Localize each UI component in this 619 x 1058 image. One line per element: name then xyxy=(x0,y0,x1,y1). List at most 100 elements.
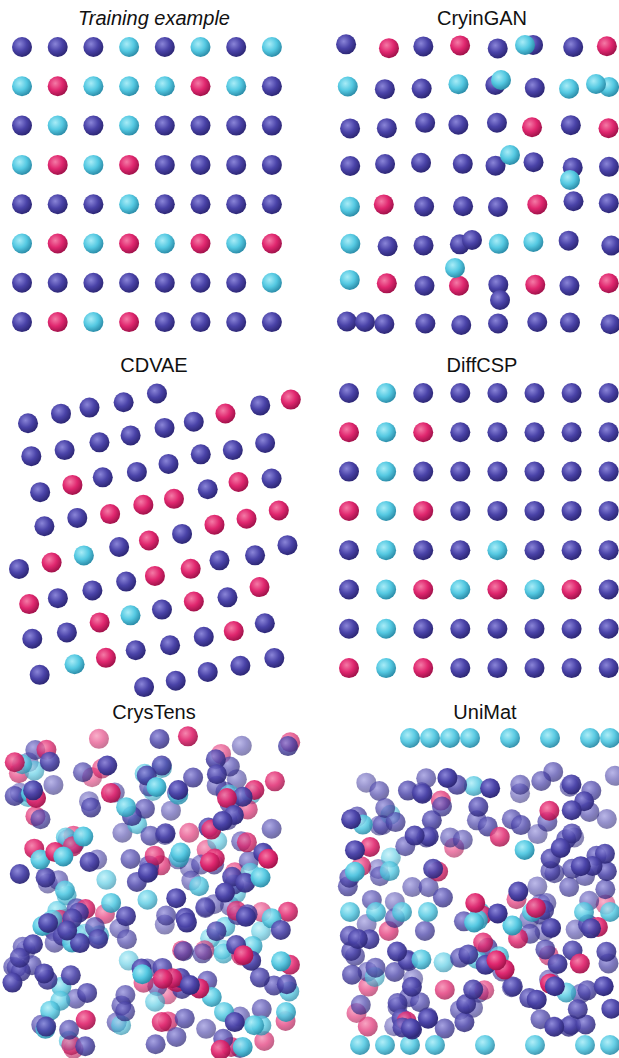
atom-sphere xyxy=(150,729,170,749)
atom-sphere xyxy=(490,827,510,847)
atom-sphere xyxy=(562,462,582,482)
atom-sphere xyxy=(250,395,270,415)
atom-sphere xyxy=(515,840,535,860)
atom-sphere xyxy=(38,913,58,933)
atom-sphere xyxy=(351,995,371,1015)
atom-sphere xyxy=(30,665,50,685)
atom-sphere xyxy=(10,864,30,884)
atom-sphere xyxy=(90,612,110,632)
atom-sphere xyxy=(152,1012,172,1032)
atom-sphere xyxy=(342,965,362,985)
atom-sphere xyxy=(423,859,443,879)
atom-sphere xyxy=(119,312,139,332)
atom-sphere xyxy=(121,849,141,869)
atom-sphere xyxy=(540,728,560,748)
atom-sphere xyxy=(211,1040,231,1058)
atom-sphere xyxy=(179,823,199,843)
atom-sphere xyxy=(571,856,591,876)
atom-sphere xyxy=(374,314,394,334)
atom-sphere xyxy=(5,752,25,772)
atom-sphere xyxy=(55,880,75,900)
atom-sphere xyxy=(599,273,619,293)
atom-sphere xyxy=(156,823,176,843)
atom-sphere xyxy=(597,809,617,829)
atom-sphere xyxy=(217,587,237,607)
atom-sphere xyxy=(451,315,471,335)
atom-sphere xyxy=(223,440,243,460)
atom-sphere xyxy=(435,980,455,1000)
atom-sphere xyxy=(599,501,619,521)
atom-sphere xyxy=(560,170,580,190)
atom-sphere xyxy=(487,462,507,482)
atom-sphere xyxy=(525,658,545,678)
atom-sphere xyxy=(83,76,103,96)
atom-sphere xyxy=(508,882,528,902)
atom-sphere xyxy=(548,954,568,974)
atom-sphere xyxy=(262,312,282,332)
atom-sphere xyxy=(226,273,246,293)
atom-sphere xyxy=(340,234,360,254)
atom-sphere xyxy=(525,275,545,295)
atom-sphere xyxy=(453,830,473,850)
atom-sphere xyxy=(40,752,60,772)
atom-sphere xyxy=(511,815,531,835)
atom-sphere xyxy=(523,232,543,252)
atom-sphere xyxy=(67,508,87,528)
atom-sphere xyxy=(339,383,359,403)
atom-sphere xyxy=(525,78,545,98)
atom-sphere xyxy=(119,116,139,136)
atom-sphere xyxy=(245,545,265,565)
atom-sphere xyxy=(75,1036,95,1056)
atom-sphere xyxy=(562,540,582,560)
atom-sphere xyxy=(402,977,422,997)
atom-sphere xyxy=(225,1012,245,1032)
atom-sphere xyxy=(119,37,139,57)
atom-sphere xyxy=(541,918,561,938)
atom-sphere xyxy=(250,577,270,597)
atom-sphere xyxy=(83,234,103,254)
atom-sphere xyxy=(488,314,508,334)
atom-sphere xyxy=(350,1035,370,1055)
atom-sphere xyxy=(405,826,425,846)
atom-sphere xyxy=(525,422,545,442)
atom-sphere xyxy=(413,462,433,482)
atom-sphere xyxy=(175,1008,195,1028)
atom-sphere xyxy=(418,1009,438,1029)
atom-sphere xyxy=(340,197,360,217)
atom-sphere xyxy=(562,619,582,639)
atom-sphere xyxy=(450,540,470,560)
atom-sphere xyxy=(465,893,485,913)
atom-sphere xyxy=(376,383,396,403)
atom-sphere xyxy=(415,921,435,941)
atom-sphere xyxy=(339,540,359,560)
unimat-structure xyxy=(338,728,619,1055)
atom-sphere xyxy=(487,501,507,521)
atom-sphere xyxy=(387,942,407,962)
atom-sphere xyxy=(450,422,470,442)
atom-sphere xyxy=(559,877,579,897)
atom-sphere xyxy=(515,35,535,55)
atom-sphere xyxy=(595,879,615,899)
atom-sphere xyxy=(48,588,68,608)
atom-sphere xyxy=(43,775,63,795)
atom-sphere xyxy=(226,37,246,57)
atom-sphere xyxy=(276,1002,296,1022)
atom-sphere xyxy=(198,479,218,499)
atom-sphere xyxy=(116,906,136,926)
atom-sphere xyxy=(413,501,433,521)
atom-sphere xyxy=(379,38,399,58)
atom-sphere xyxy=(413,422,433,442)
atom-sphere xyxy=(224,621,244,641)
atom-sphere xyxy=(376,462,396,482)
atom-sphere xyxy=(237,509,257,529)
atom-sphere xyxy=(48,312,68,332)
atom-sphere xyxy=(226,312,246,332)
atom-sphere xyxy=(339,422,359,442)
atom-sphere xyxy=(83,37,103,57)
atom-sphere xyxy=(480,778,500,798)
atom-sphere xyxy=(539,801,559,821)
atom-sphere xyxy=(82,580,102,600)
atom-sphere xyxy=(374,194,394,214)
atom-sphere xyxy=(487,540,507,560)
atom-sphere xyxy=(580,728,600,748)
